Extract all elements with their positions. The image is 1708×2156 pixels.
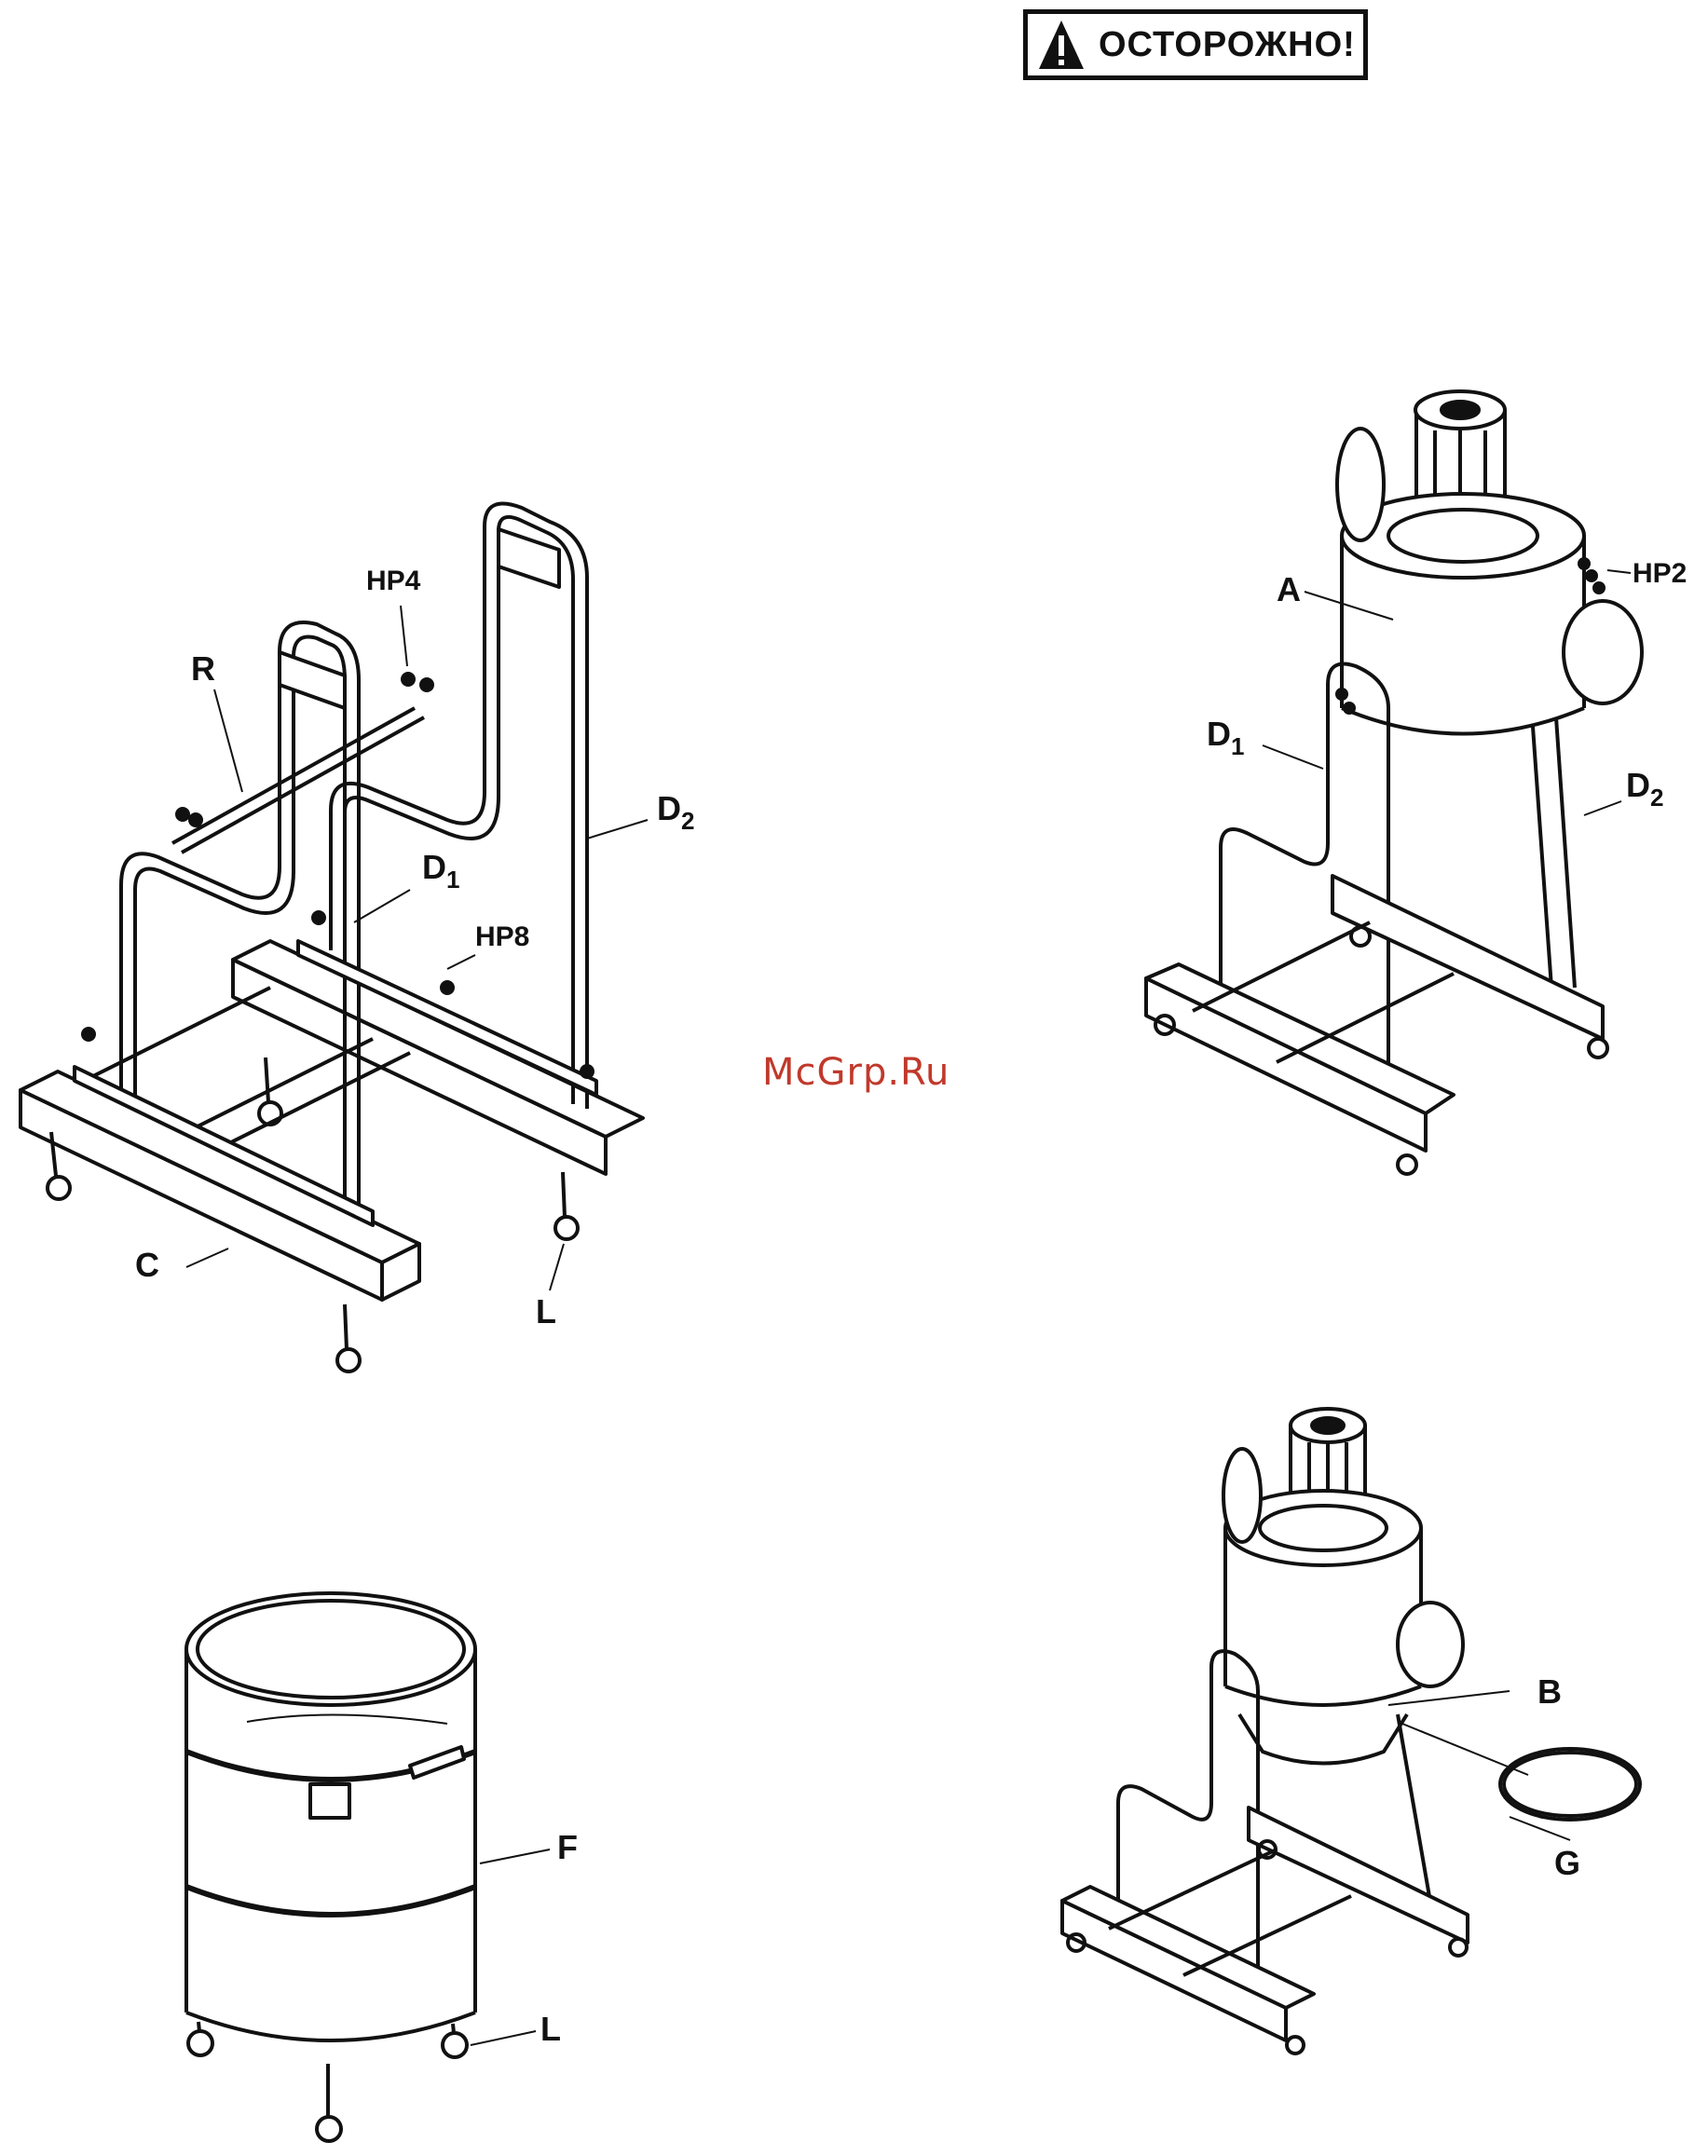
motor-mount-figure: A HP2 D1 D2 xyxy=(1118,373,1708,1193)
frame-assembly-figure: HP4 R D2 D1 HP8 C L xyxy=(0,484,745,1398)
label-hp4: HP4 xyxy=(366,566,421,596)
warning-banner: ОСТОРОЖНО! xyxy=(1023,9,1368,80)
watermark-text: McGrp.Ru xyxy=(762,1051,950,1094)
warning-triangle-icon xyxy=(1037,19,1086,71)
label-l: L xyxy=(536,1292,556,1330)
label-b: B xyxy=(1537,1672,1562,1711)
label-a: A xyxy=(1277,570,1301,608)
label-d2: D2 xyxy=(657,789,694,835)
label-drum-l: L xyxy=(540,2010,561,2048)
label-d1: D1 xyxy=(422,848,459,894)
label-c: C xyxy=(135,1246,159,1284)
assembled-unit-figure: B G xyxy=(1025,1370,1708,2143)
label-r: R xyxy=(191,649,215,688)
label-hp8: HP8 xyxy=(475,921,529,952)
label-motor-d2: D2 xyxy=(1626,766,1663,812)
label-g: G xyxy=(1554,1844,1580,1882)
warning-text: ОСТОРОЖНО! xyxy=(1099,25,1356,65)
collection-drum-figure: F L xyxy=(140,1565,606,2152)
label-motor-d1: D1 xyxy=(1207,715,1244,760)
label-hp2: HP2 xyxy=(1633,558,1687,589)
label-f: F xyxy=(557,1828,578,1866)
